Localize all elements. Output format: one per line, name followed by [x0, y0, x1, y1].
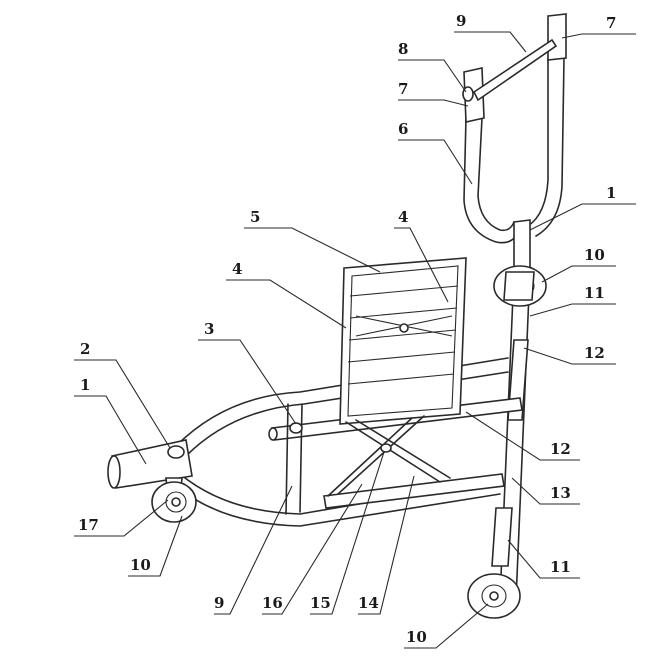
label-12-lower: 12 [550, 440, 571, 458]
label-14: 14 [358, 594, 379, 612]
label-12-upper: 12 [584, 344, 605, 362]
label-6: 6 [398, 120, 408, 138]
leader-7-top [561, 33, 636, 39]
leader-2 [74, 359, 171, 449]
scissor-leg-a [345, 421, 441, 483]
label-11-upper: 11 [584, 284, 605, 302]
leader-4-right [394, 227, 449, 303]
scissor-legs [327, 415, 451, 497]
front-caster-axle [171, 497, 181, 507]
seat-slat-3 [348, 329, 457, 341]
grip-sleeve-right [547, 13, 567, 61]
handle-bar-right-outer [535, 57, 565, 237]
label-15: 15 [310, 594, 331, 612]
label-5: 5 [250, 208, 260, 226]
rear-wheel-axle [489, 591, 499, 601]
leader-3 [198, 339, 297, 425]
label-7-left: 7 [398, 80, 408, 98]
leader-9-top [454, 31, 527, 53]
handle-assembly [462, 13, 567, 244]
frame-lower-rail [179, 473, 501, 515]
label-8: 8 [398, 40, 408, 58]
leader-11-lower [507, 539, 580, 579]
label-3: 3 [204, 320, 214, 338]
leader-17 [74, 499, 169, 537]
front-nose-end [107, 455, 121, 489]
leader-4-left [226, 279, 347, 329]
leader-11-upper [529, 303, 616, 317]
seat-back-inner [347, 265, 459, 417]
front-knob [167, 445, 185, 459]
handle-crossbar [472, 38, 558, 102]
seat-slat-2 [349, 307, 458, 319]
seat-cross-tube-end [268, 427, 278, 441]
scissor-leg-a-inner [355, 419, 451, 479]
label-13: 13 [550, 484, 571, 502]
leader-10-left [128, 515, 183, 577]
handle-bar-left [463, 117, 521, 244]
leader-lines [74, 31, 636, 649]
scissor-leg-b [327, 417, 413, 497]
leader-9-bottom [214, 485, 293, 615]
leader-1-top [529, 203, 636, 231]
handle-bar-right [527, 57, 549, 227]
front-post-left [285, 403, 289, 515]
lower-sleeve [491, 507, 513, 567]
seat-back [339, 257, 467, 425]
leader-10-bottom [404, 603, 489, 649]
wheels [151, 477, 521, 619]
label-7-top: 7 [606, 14, 616, 32]
label-11-lower: 11 [550, 558, 571, 576]
leader-8 [398, 59, 467, 93]
leader-7-left [398, 99, 469, 107]
label-4-right: 4 [398, 208, 408, 226]
upright-rear-edge [515, 269, 531, 601]
upper-wheel-bracket [503, 271, 535, 301]
seat-back-frame [339, 257, 467, 425]
post-pin [289, 422, 303, 434]
part-labels: 9 7 8 7 6 1 5 4 4 10 11 3 12 2 1 12 13 1… [78, 12, 616, 646]
leader-1-left [74, 395, 147, 465]
label-17: 17 [78, 516, 99, 534]
label-1-top: 1 [606, 184, 616, 202]
leader-14 [358, 475, 415, 615]
frame-upper-rail-inner [185, 371, 509, 457]
leader-15 [310, 451, 385, 615]
rear-wheel-hub [481, 584, 507, 608]
upright-tube [491, 219, 547, 601]
leader-12-lower [465, 411, 580, 461]
label-10-left: 10 [130, 556, 151, 574]
leader-10-right [541, 265, 616, 283]
front-post-right [299, 403, 303, 513]
label-10-bottom: 10 [406, 628, 427, 646]
frame-upper-rail [175, 357, 509, 447]
leader-6 [398, 139, 473, 185]
scissor-leg-b-inner [337, 415, 425, 495]
leader-5 [244, 227, 381, 273]
leader-13 [511, 477, 580, 505]
label-10-right: 10 [584, 246, 605, 264]
seat-slat-5 [347, 373, 455, 385]
seat-slat-4 [347, 351, 456, 363]
label-16: 16 [262, 594, 283, 612]
handle-bar-left-inner [477, 117, 515, 232]
label-4-left: 4 [232, 260, 242, 278]
seat-brace-pivot [399, 323, 409, 333]
upright-top-sleeve [513, 219, 531, 273]
seat-slat-1 [349, 285, 459, 297]
label-1-left: 1 [80, 376, 90, 394]
label-9-top: 9 [456, 12, 466, 30]
label-9-bottom: 9 [214, 594, 224, 612]
leader-16 [262, 483, 363, 615]
leader-12-upper [523, 347, 616, 365]
scissor-pivot [380, 443, 392, 453]
label-2: 2 [80, 340, 90, 358]
